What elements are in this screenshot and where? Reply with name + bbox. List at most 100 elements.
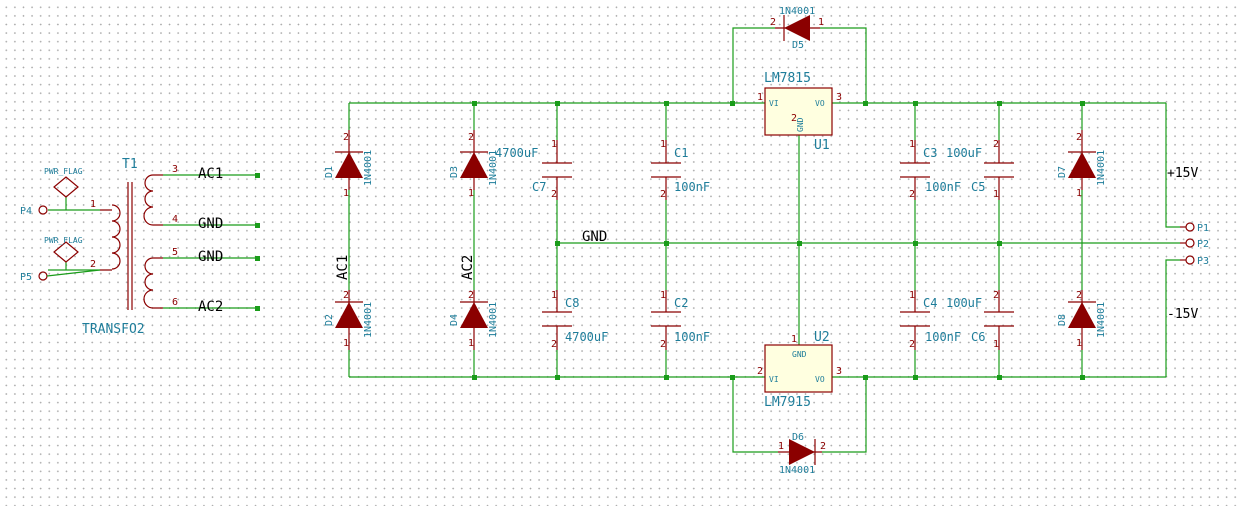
port-label: P4: [20, 206, 32, 217]
pwr-flag-1[interactable]: PWR_FLAG: [44, 167, 83, 198]
capacitor-ref: C6: [971, 330, 985, 344]
port-label: P2: [1197, 239, 1209, 250]
port-label: P1: [1197, 223, 1209, 234]
diode-pin: 1: [343, 188, 349, 199]
port-p3[interactable]: P3: [1180, 255, 1209, 267]
diode-d3[interactable]: 2 1 D3 1N4001: [449, 130, 499, 199]
diode-pin: 2: [343, 290, 349, 301]
diode-pin: 1: [1076, 188, 1082, 199]
port-label: P3: [1197, 256, 1209, 267]
cap-pin: 1: [660, 290, 666, 301]
regulator-pin-number: 2: [757, 366, 763, 377]
diode-pin: 1: [818, 17, 824, 28]
net-label-gnd-secondary-2: GND: [198, 249, 223, 265]
regulator-ref: U2: [814, 330, 830, 345]
diode-ref: D7: [1057, 166, 1068, 178]
diode-d2[interactable]: 2 1 D2 1N4001: [324, 290, 374, 350]
pwr-flag-label: PWR_FLAG: [44, 236, 83, 245]
diode-ref: D2: [324, 314, 335, 326]
capacitor-ref: C8: [565, 296, 579, 310]
diode-value: 1N4001: [488, 150, 499, 186]
net-label-ac1: AC1: [335, 255, 351, 280]
diode-ref: D8: [1057, 314, 1068, 326]
capacitor-c7[interactable]: 1 2 C7 4700uF: [495, 139, 572, 200]
diode-d5[interactable]: 2 1 1N4001 D5: [770, 6, 824, 51]
net-label-gnd: GND: [582, 229, 607, 245]
capacitor-c3[interactable]: 1 2 C3 100uF: [900, 139, 982, 200]
regulator-pin-number: 1: [791, 334, 797, 345]
diode-pin: 2: [343, 132, 349, 143]
regulator-body: [764, 87, 833, 136]
wire-secondary: [163, 174, 258, 309]
capacitor-c8[interactable]: 1 2 C8 4700uF: [542, 290, 608, 350]
capacitor-value: 4700uF: [565, 330, 608, 344]
capacitor-c2[interactable]: 1 2 C2 100nF: [651, 290, 710, 350]
net-label-ac1-secondary: AC1: [198, 166, 223, 182]
diode-d1[interactable]: 2 1 D1 1N4001: [324, 130, 374, 199]
port-circle: [1185, 238, 1195, 248]
regulator-ref: U1: [814, 138, 830, 153]
diode-value: 1N4001: [779, 465, 815, 476]
capacitor-c4[interactable]: 1 2 C4 100uF: [900, 290, 982, 350]
port-p5[interactable]: P5: [20, 269, 101, 283]
pwr-flag-2[interactable]: PWR_FLAG: [44, 236, 83, 263]
diode-pin: 2: [820, 441, 826, 452]
transformer-pin-1: 1: [90, 199, 96, 210]
capacitor-ref: C7: [532, 180, 546, 194]
pwr-flag-diamond: [53, 176, 79, 198]
regulator-body: [764, 344, 833, 393]
diode-d8[interactable]: 2 1 D8 1N4001: [1057, 290, 1107, 350]
diode-value: 1N4001: [363, 150, 374, 186]
diode-value: 1N4001: [488, 302, 499, 338]
transformer-pin-2: 2: [90, 259, 96, 270]
port-p4[interactable]: P4: [20, 205, 48, 217]
diode-ref: D6: [792, 432, 804, 443]
cap-pin: 2: [993, 290, 999, 301]
net-label-ac2-secondary: AC2: [198, 299, 223, 315]
port-p1[interactable]: P1: [1180, 222, 1209, 234]
diode-value: 1N4001: [1096, 150, 1107, 186]
diode-ref: D1: [324, 166, 335, 178]
regulator-u1[interactable]: VI VO GND 1 3 2 LM7815 U1: [757, 71, 842, 153]
pwr-flag-label: PWR_FLAG: [44, 167, 83, 176]
regulator-u2[interactable]: VI VO GND 2 3 1 U2 LM7915: [757, 330, 842, 410]
capacitor-c5[interactable]: 2 1 C5 100nF: [925, 139, 1014, 200]
transformer-value: TRANSFO2: [82, 322, 145, 337]
regulator-pin-number: 2: [791, 113, 797, 124]
capacitor-value: 100uF: [946, 296, 982, 310]
net-label-gnd-secondary-1: GND: [198, 216, 223, 232]
cap-pin: 2: [551, 189, 557, 200]
diode-pin: 1: [468, 188, 474, 199]
diode-d4[interactable]: 2 1 D4 1N4001: [449, 290, 499, 350]
transformer-pin-5: 5: [172, 247, 178, 258]
capacitor-c6[interactable]: 2 1 C6 100nF: [925, 290, 1014, 350]
diode-ref: D4: [449, 314, 460, 326]
transformer-t1[interactable]: T1 TRANSFO2 1 2 3 4 5 6 AC1 GND GND AC2: [82, 157, 223, 337]
primary-winding: [100, 204, 121, 271]
port-p2[interactable]: P2: [1180, 238, 1209, 250]
diode-pin: 2: [1076, 290, 1082, 301]
regulator-pin-gnd: GND: [796, 117, 805, 132]
regulator-pin-vi: VI: [769, 375, 779, 384]
wire-bottom-rail: [349, 376, 1166, 453]
diode-value: 1N4001: [1096, 302, 1107, 338]
output-positive-label: +15V: [1167, 166, 1198, 181]
capacitor-c1[interactable]: 1 2 C1 100nF: [651, 139, 710, 200]
cap-pin: 1: [551, 139, 557, 150]
cap-pin: 1: [909, 290, 915, 301]
secondary-winding-top: [143, 174, 163, 226]
diode-d6[interactable]: 1 2 D6 1N4001: [778, 432, 826, 476]
transformer-pin-3: 3: [172, 164, 178, 175]
port-circle: [1185, 222, 1195, 232]
diode-pin: 2: [468, 132, 474, 143]
output-negative-label: -15V: [1167, 307, 1198, 322]
cap-pin: 2: [660, 339, 666, 350]
capacitor-ref: C5: [971, 180, 985, 194]
transformer-pin-4: 4: [172, 214, 178, 225]
capacitor-value: 100nF: [674, 180, 710, 194]
capacitor-value: 4700uF: [495, 146, 538, 160]
regulator-pin-gnd: GND: [792, 350, 807, 359]
diode-d7[interactable]: 2 1 D7 1N4001: [1057, 130, 1107, 199]
wire-p5: [46, 269, 101, 277]
net-label-ac2: AC2: [460, 255, 476, 280]
